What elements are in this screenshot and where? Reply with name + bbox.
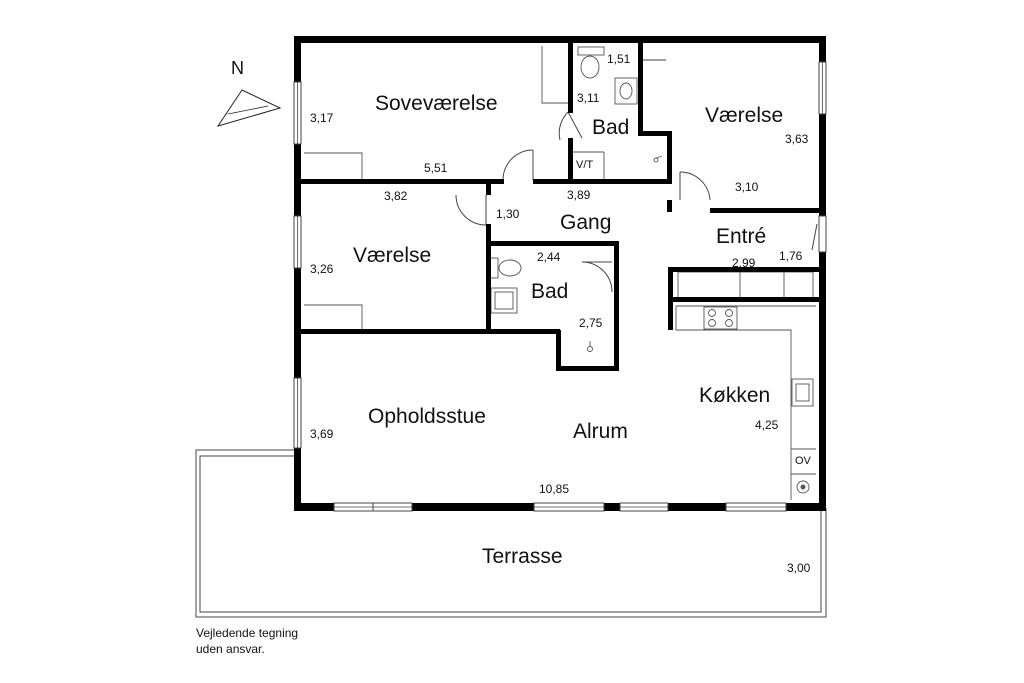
fixture-ov: OV [795, 455, 811, 467]
window-center-lines [297, 62, 823, 508]
walls [294, 36, 826, 511]
dim-bad-mid-width: 2,44 [537, 250, 561, 264]
dim-vaer-mid-height: 3,26 [310, 262, 334, 276]
dim-bad-top-height: 3,11 [577, 91, 600, 105]
door-swings [455, 59, 818, 293]
dim-vaer-top-height: 3,63 [785, 132, 809, 146]
fixture-vt: V/T [576, 159, 594, 171]
dim-gang-height: 1,30 [496, 207, 520, 221]
compass-arrow-inner [227, 105, 269, 115]
room-entre: Entré [716, 225, 767, 248]
room-koekken: Køkken [699, 384, 771, 407]
dim-bad-top-width: 1,51 [607, 52, 631, 66]
room-sovevaerelse: Soveværelse [375, 92, 498, 115]
compass-arrow-icon [216, 89, 282, 127]
dim-entre-width: 2,99 [732, 256, 756, 270]
terrace-outline [195, 449, 827, 618]
disclaimer-line-2: uden ansvar. [196, 642, 265, 656]
dim-koekken-height: 4,25 [755, 418, 779, 432]
dim-sov-height: 3,17 [310, 111, 334, 125]
room-vaerelse-mid: Værelse [353, 244, 432, 267]
dim-vaer-mid-width: 3,82 [384, 189, 408, 203]
fixtures-lines [304, 46, 816, 500]
dim-sov-width: 5,51 [424, 161, 448, 175]
dim-terrasse-height: 3,00 [787, 561, 811, 575]
room-opholdsstue: Opholdsstue [368, 405, 486, 428]
dim-gang-width: 3,89 [567, 188, 591, 202]
room-vaerelse-top: Værelse [705, 104, 784, 127]
dim-entre-height: 1,76 [779, 249, 803, 263]
dim-alrum-width: 10,85 [539, 482, 570, 496]
room-gang: Gang [560, 211, 612, 234]
dim-ophold-height: 3,69 [310, 427, 334, 441]
dim-bad-mid-height: 2,75 [579, 316, 603, 330]
room-bad-top: Bad [592, 116, 630, 139]
compass-label: N [231, 58, 244, 78]
room-bad-mid: Bad [531, 280, 569, 303]
room-terrasse: Terrasse [482, 545, 563, 568]
dim-vaer-top-width: 3,10 [735, 180, 759, 194]
disclaimer-line-1: Vejledende tegning [196, 626, 299, 640]
room-alrum: Alrum [573, 420, 628, 443]
